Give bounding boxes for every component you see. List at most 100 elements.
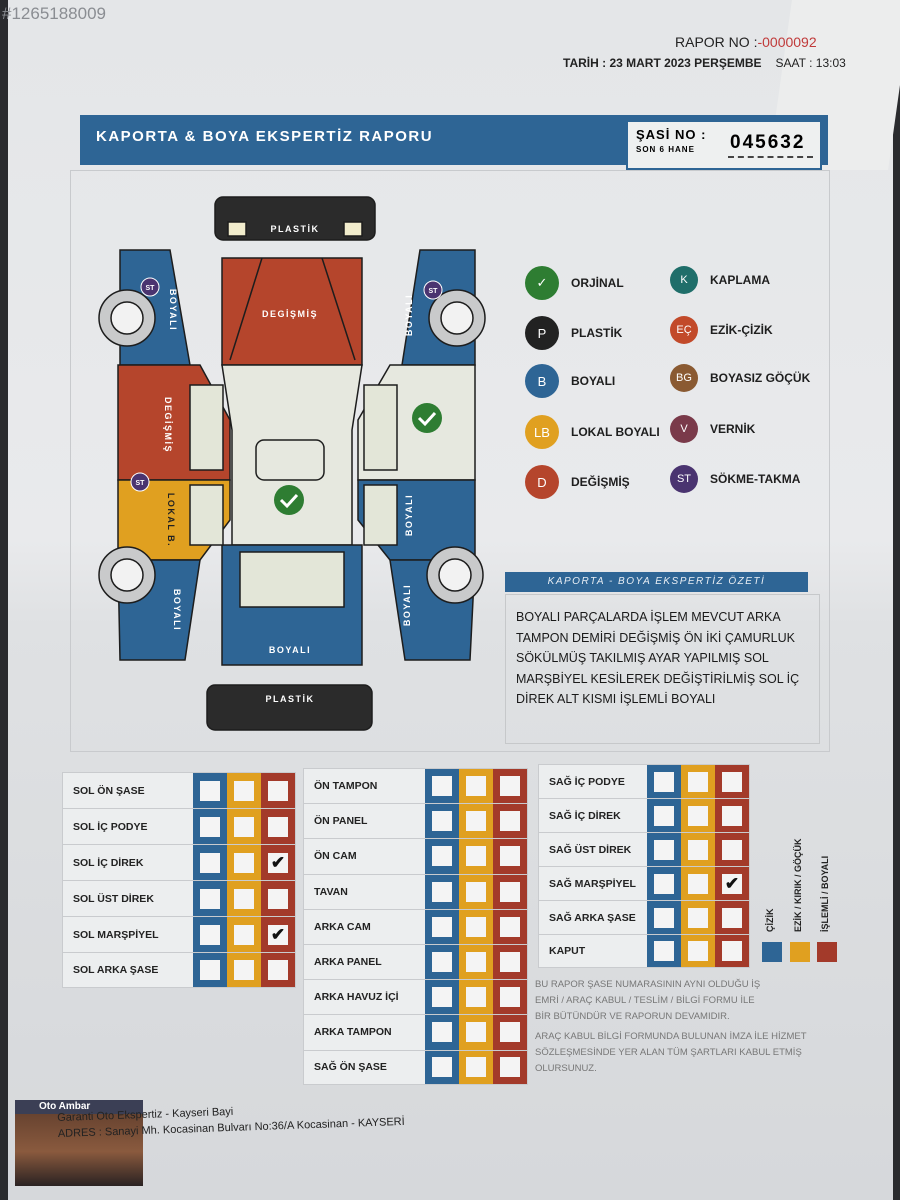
checkbox[interactable] [500,916,520,937]
checkbox[interactable] [466,952,486,973]
checkbox-cell[interactable] [227,809,261,844]
checkbox-cell[interactable] [459,944,493,980]
checkbox-cell[interactable] [425,909,459,944]
checkbox-cell[interactable] [681,765,715,798]
checkbox-cell[interactable] [193,917,227,952]
checkbox-cell[interactable]: ✔ [715,867,749,900]
checkbox-cell[interactable] [493,769,527,804]
checkbox[interactable] [500,846,520,867]
checkbox-cell[interactable] [493,839,527,874]
checkbox[interactable] [234,960,254,980]
checkbox-cell[interactable] [459,1050,493,1084]
checkbox-cell[interactable] [193,773,227,808]
checkbox[interactable] [466,1022,486,1043]
checkbox-cell[interactable] [425,874,459,909]
checkbox[interactable] [688,805,708,826]
checkbox-cell[interactable] [459,909,493,944]
checkbox[interactable] [432,952,452,973]
checkbox-cell[interactable] [193,953,227,987]
checkbox-cell[interactable]: ✔ [261,845,295,880]
checkbox[interactable] [722,771,742,792]
checkbox[interactable] [234,888,254,909]
checkbox-cell[interactable] [647,901,681,934]
checkbox-cell[interactable] [425,944,459,980]
checkbox[interactable] [654,805,674,826]
checkbox-cell[interactable] [647,799,681,832]
checkmark-icon[interactable]: ✔ [268,852,288,873]
checkbox[interactable] [200,888,220,909]
checkbox[interactable] [500,1022,520,1043]
checkbox-cell[interactable] [425,804,459,839]
checkbox-cell[interactable] [459,769,493,804]
checkbox[interactable] [500,811,520,832]
checkbox-cell[interactable] [459,980,493,1015]
checkbox-cell[interactable] [425,980,459,1015]
checkbox-cell[interactable] [459,839,493,874]
checkbox-cell[interactable] [715,799,749,832]
checkbox[interactable] [432,1022,452,1043]
checkbox-cell[interactable] [647,935,681,967]
checkbox-cell[interactable] [227,773,261,808]
checkbox[interactable] [722,907,742,928]
checkbox[interactable] [722,805,742,826]
checkbox[interactable] [654,873,674,894]
checkbox[interactable] [466,776,486,797]
checkbox[interactable] [500,952,520,973]
checkbox[interactable] [466,1057,486,1078]
checkbox-cell[interactable] [715,901,749,934]
checkbox[interactable] [722,839,742,860]
checkbox[interactable] [234,852,254,873]
checkbox-cell[interactable] [493,1015,527,1050]
checkbox-cell[interactable] [227,845,261,880]
checkbox-cell[interactable] [493,1050,527,1084]
checkbox-cell[interactable] [681,867,715,900]
checkbox-cell[interactable] [193,845,227,880]
checkbox[interactable] [466,811,486,832]
checkbox-cell[interactable] [493,909,527,944]
checkbox-cell[interactable] [681,799,715,832]
checkbox-cell[interactable] [681,901,715,934]
checkbox-cell[interactable] [227,953,261,987]
checkbox-cell[interactable] [227,917,261,952]
checkbox-cell[interactable] [261,953,295,987]
checkbox-cell[interactable] [681,833,715,866]
checkbox[interactable] [234,816,254,837]
checkbox[interactable] [234,924,254,945]
checkbox[interactable] [688,839,708,860]
checkbox-cell[interactable] [493,944,527,980]
checkbox[interactable] [500,881,520,902]
checkbox-cell[interactable] [459,874,493,909]
checkbox[interactable] [432,1057,452,1078]
checkbox[interactable] [200,780,220,801]
checkbox[interactable] [200,816,220,837]
checkbox[interactable] [500,776,520,797]
checkbox[interactable] [200,852,220,873]
checkbox-cell[interactable] [459,804,493,839]
checkbox[interactable] [654,907,674,928]
checkbox[interactable] [200,960,220,980]
checkbox-cell[interactable] [425,1015,459,1050]
checkbox[interactable] [466,987,486,1008]
checkbox[interactable] [432,881,452,902]
checkmark-icon[interactable]: ✔ [268,924,288,945]
checkbox-cell[interactable] [493,980,527,1015]
checkbox[interactable] [200,924,220,945]
checkbox[interactable] [432,987,452,1008]
checkbox[interactable] [500,1057,520,1078]
checkbox-cell[interactable]: ✔ [261,917,295,952]
checkbox-cell[interactable] [715,765,749,798]
checkbox-cell[interactable] [647,833,681,866]
checkbox-cell[interactable] [493,804,527,839]
checkbox[interactable] [268,780,288,801]
checkbox-cell[interactable] [647,765,681,798]
checkbox[interactable] [234,780,254,801]
checkbox[interactable] [432,776,452,797]
checkbox[interactable] [268,816,288,837]
checkbox-cell[interactable] [227,881,261,916]
checkmark-icon[interactable]: ✔ [722,873,742,894]
checkbox-cell[interactable] [425,839,459,874]
checkbox-cell[interactable] [425,1050,459,1084]
checkbox[interactable] [268,888,288,909]
checkbox-cell[interactable] [715,935,749,967]
checkbox[interactable] [654,771,674,792]
